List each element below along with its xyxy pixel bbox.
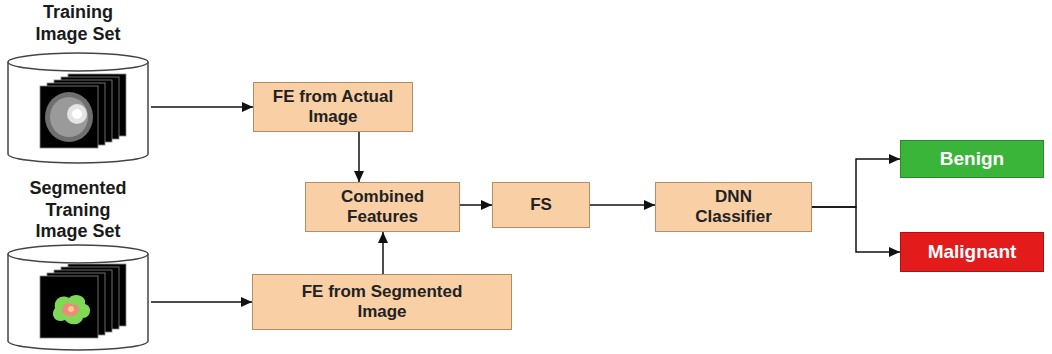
image-store: Training Image Set — [5, 2, 151, 165]
store-heading: Segmented Traning Image Set — [18, 178, 138, 243]
store-heading: Training Image Set — [18, 2, 138, 45]
flow-arrow — [358, 132, 360, 182]
box-label: FS — [530, 195, 552, 215]
database-cylinder — [5, 244, 151, 352]
box-label: DNN Classifier — [684, 187, 784, 226]
process-box: FE from Actual Image — [253, 82, 413, 132]
box-label: Malignant — [928, 241, 1017, 263]
database-cylinder — [5, 52, 151, 165]
box-label: Benign — [940, 148, 1004, 170]
result-box: Benign — [900, 140, 1044, 178]
flow-arrow — [382, 232, 384, 274]
result-box: Malignant — [900, 232, 1044, 272]
flow-arrow — [460, 204, 492, 206]
process-box: FS — [492, 182, 590, 228]
flow-arrow — [590, 204, 655, 206]
classifier-box: DNN Classifier — [655, 182, 812, 232]
flow-arrow — [151, 106, 253, 108]
flow-arrow — [812, 207, 900, 252]
box-label: Combined Features — [323, 187, 443, 226]
flow-arrow — [151, 301, 252, 303]
process-box: Combined Features — [305, 182, 460, 232]
box-label: FE from Segmented Image — [297, 282, 467, 321]
process-box: FE from Segmented Image — [252, 274, 512, 330]
flow-arrow — [812, 159, 900, 207]
box-label: FE from Actual Image — [263, 87, 403, 126]
image-store: Segmented Traning Image Set — [5, 178, 151, 352]
